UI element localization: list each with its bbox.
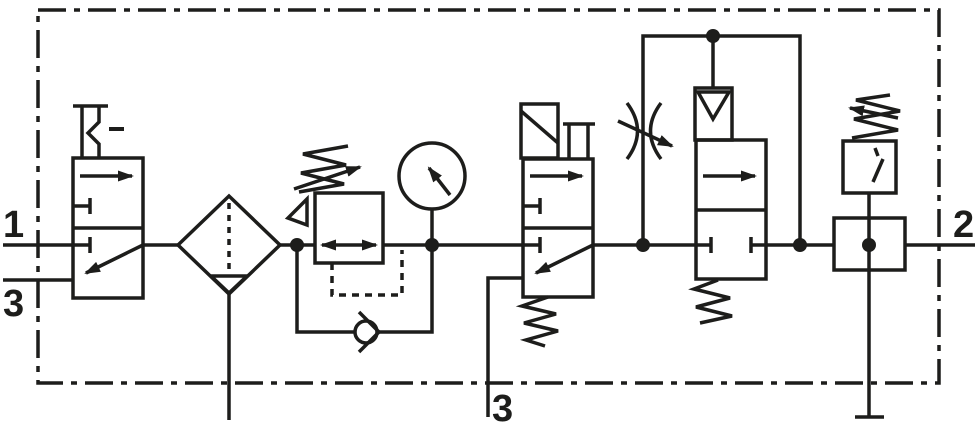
port-label-outlet-2: 2 <box>953 204 974 246</box>
pilot-branch-line <box>641 34 802 245</box>
pilot-feedback-line <box>330 250 404 297</box>
pressure-gauge-icon <box>397 141 467 245</box>
solenoid-valve-icon <box>486 102 595 417</box>
junction-dots <box>290 29 876 252</box>
bypass-check-valve-icon <box>295 245 434 354</box>
pressure-regulator-icon <box>284 144 404 297</box>
exhaust-line <box>486 276 523 417</box>
main-flow-line <box>3 243 975 282</box>
adjustable-throttle-icon <box>617 101 674 161</box>
port-label-exhaust-3-left: 3 <box>3 283 24 325</box>
pressure-switch-icon <box>832 93 907 419</box>
soft-start-valve-icon <box>688 86 768 325</box>
port-label-inlet-1: 1 <box>3 204 24 246</box>
manual-shutoff-valve-icon <box>71 104 145 300</box>
port-label-exhaust-3-bottom: 3 <box>492 388 513 428</box>
filter-water-separator-icon <box>175 193 283 420</box>
